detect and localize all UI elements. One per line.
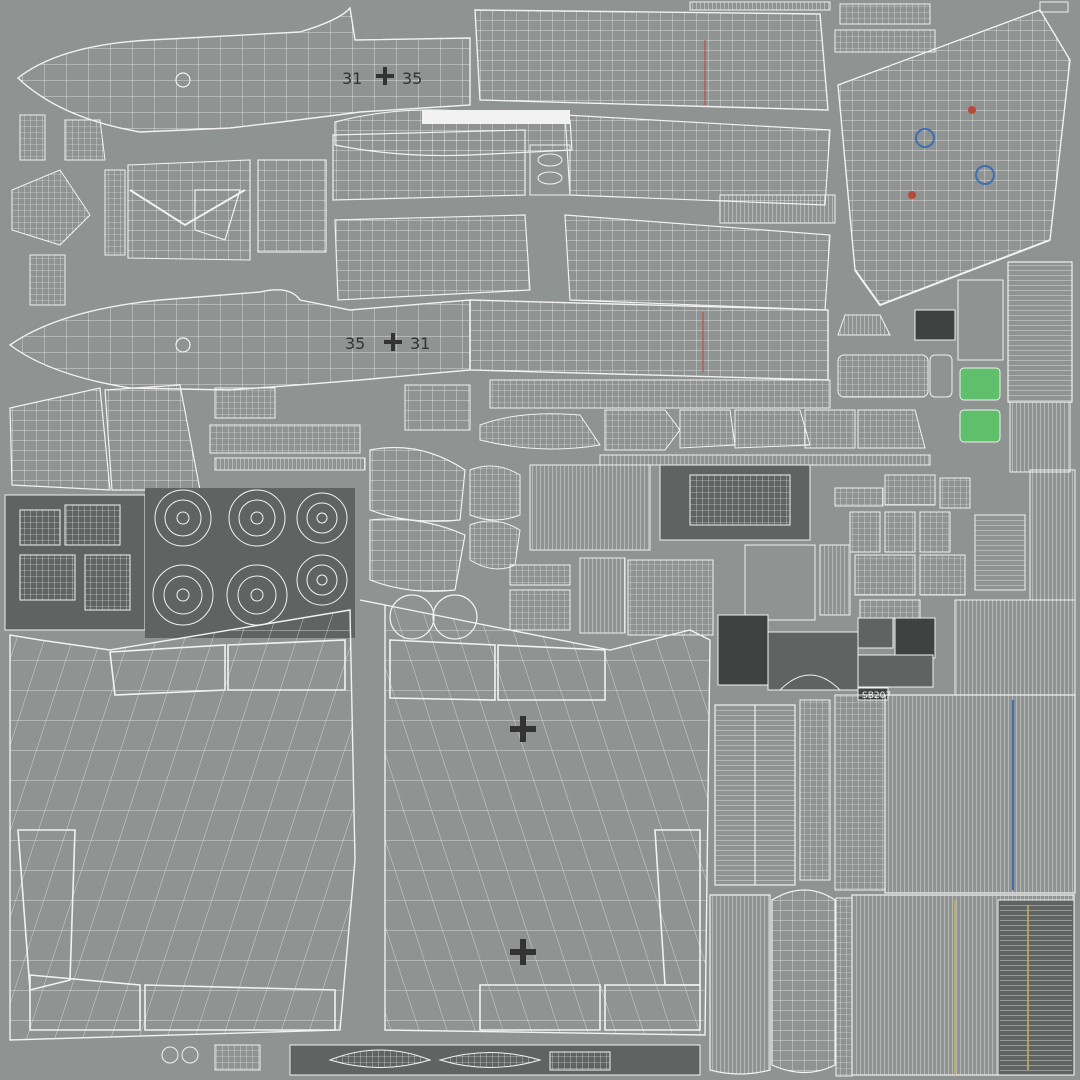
fuselage-mid-panel-upper <box>332 114 831 206</box>
center-parts-row <box>209 379 926 471</box>
vertical-stabilizer <box>837 9 1071 307</box>
cockpit-detail <box>529 144 571 196</box>
top-right-small-parts <box>689 1 1069 224</box>
fuselage-rear-upper <box>474 9 829 111</box>
bottom-strip-parts <box>161 1044 701 1076</box>
right-column-strips <box>837 261 1073 473</box>
instrument-panels: SB207 <box>717 614 936 701</box>
fuselage-tail-number: 35 <box>345 334 365 353</box>
balkenkreuz-icon <box>376 67 394 85</box>
fuselage-unit-number: 31 <box>410 334 430 353</box>
right-striped-blocks <box>834 694 1076 1076</box>
fuselage-rear-lower <box>469 299 829 381</box>
ladder-column <box>714 699 831 886</box>
fuselage-tail-number: 35 <box>402 69 422 88</box>
balkenkreuz-icon <box>384 333 402 351</box>
balkenkreuz-icon <box>510 939 536 965</box>
center-detail-parts <box>389 454 931 640</box>
right-mid-panels <box>834 469 1076 696</box>
horizontal-stabilizer-left <box>9 384 201 491</box>
fuselage-lower-shell: 35 31 <box>8 289 471 391</box>
wheel-group <box>145 488 355 638</box>
intake-parts <box>11 114 327 306</box>
wing-right <box>359 599 711 1036</box>
canopy-pieces <box>369 446 521 592</box>
detail-panel-dark-left <box>4 494 146 631</box>
fuselage-mid-panel-lower <box>334 214 831 311</box>
drop-tank-shells <box>709 889 853 1077</box>
wing-left <box>9 609 356 1041</box>
fuselage-unit-number: 31 <box>342 69 362 88</box>
balkenkreuz-icon <box>510 716 536 742</box>
